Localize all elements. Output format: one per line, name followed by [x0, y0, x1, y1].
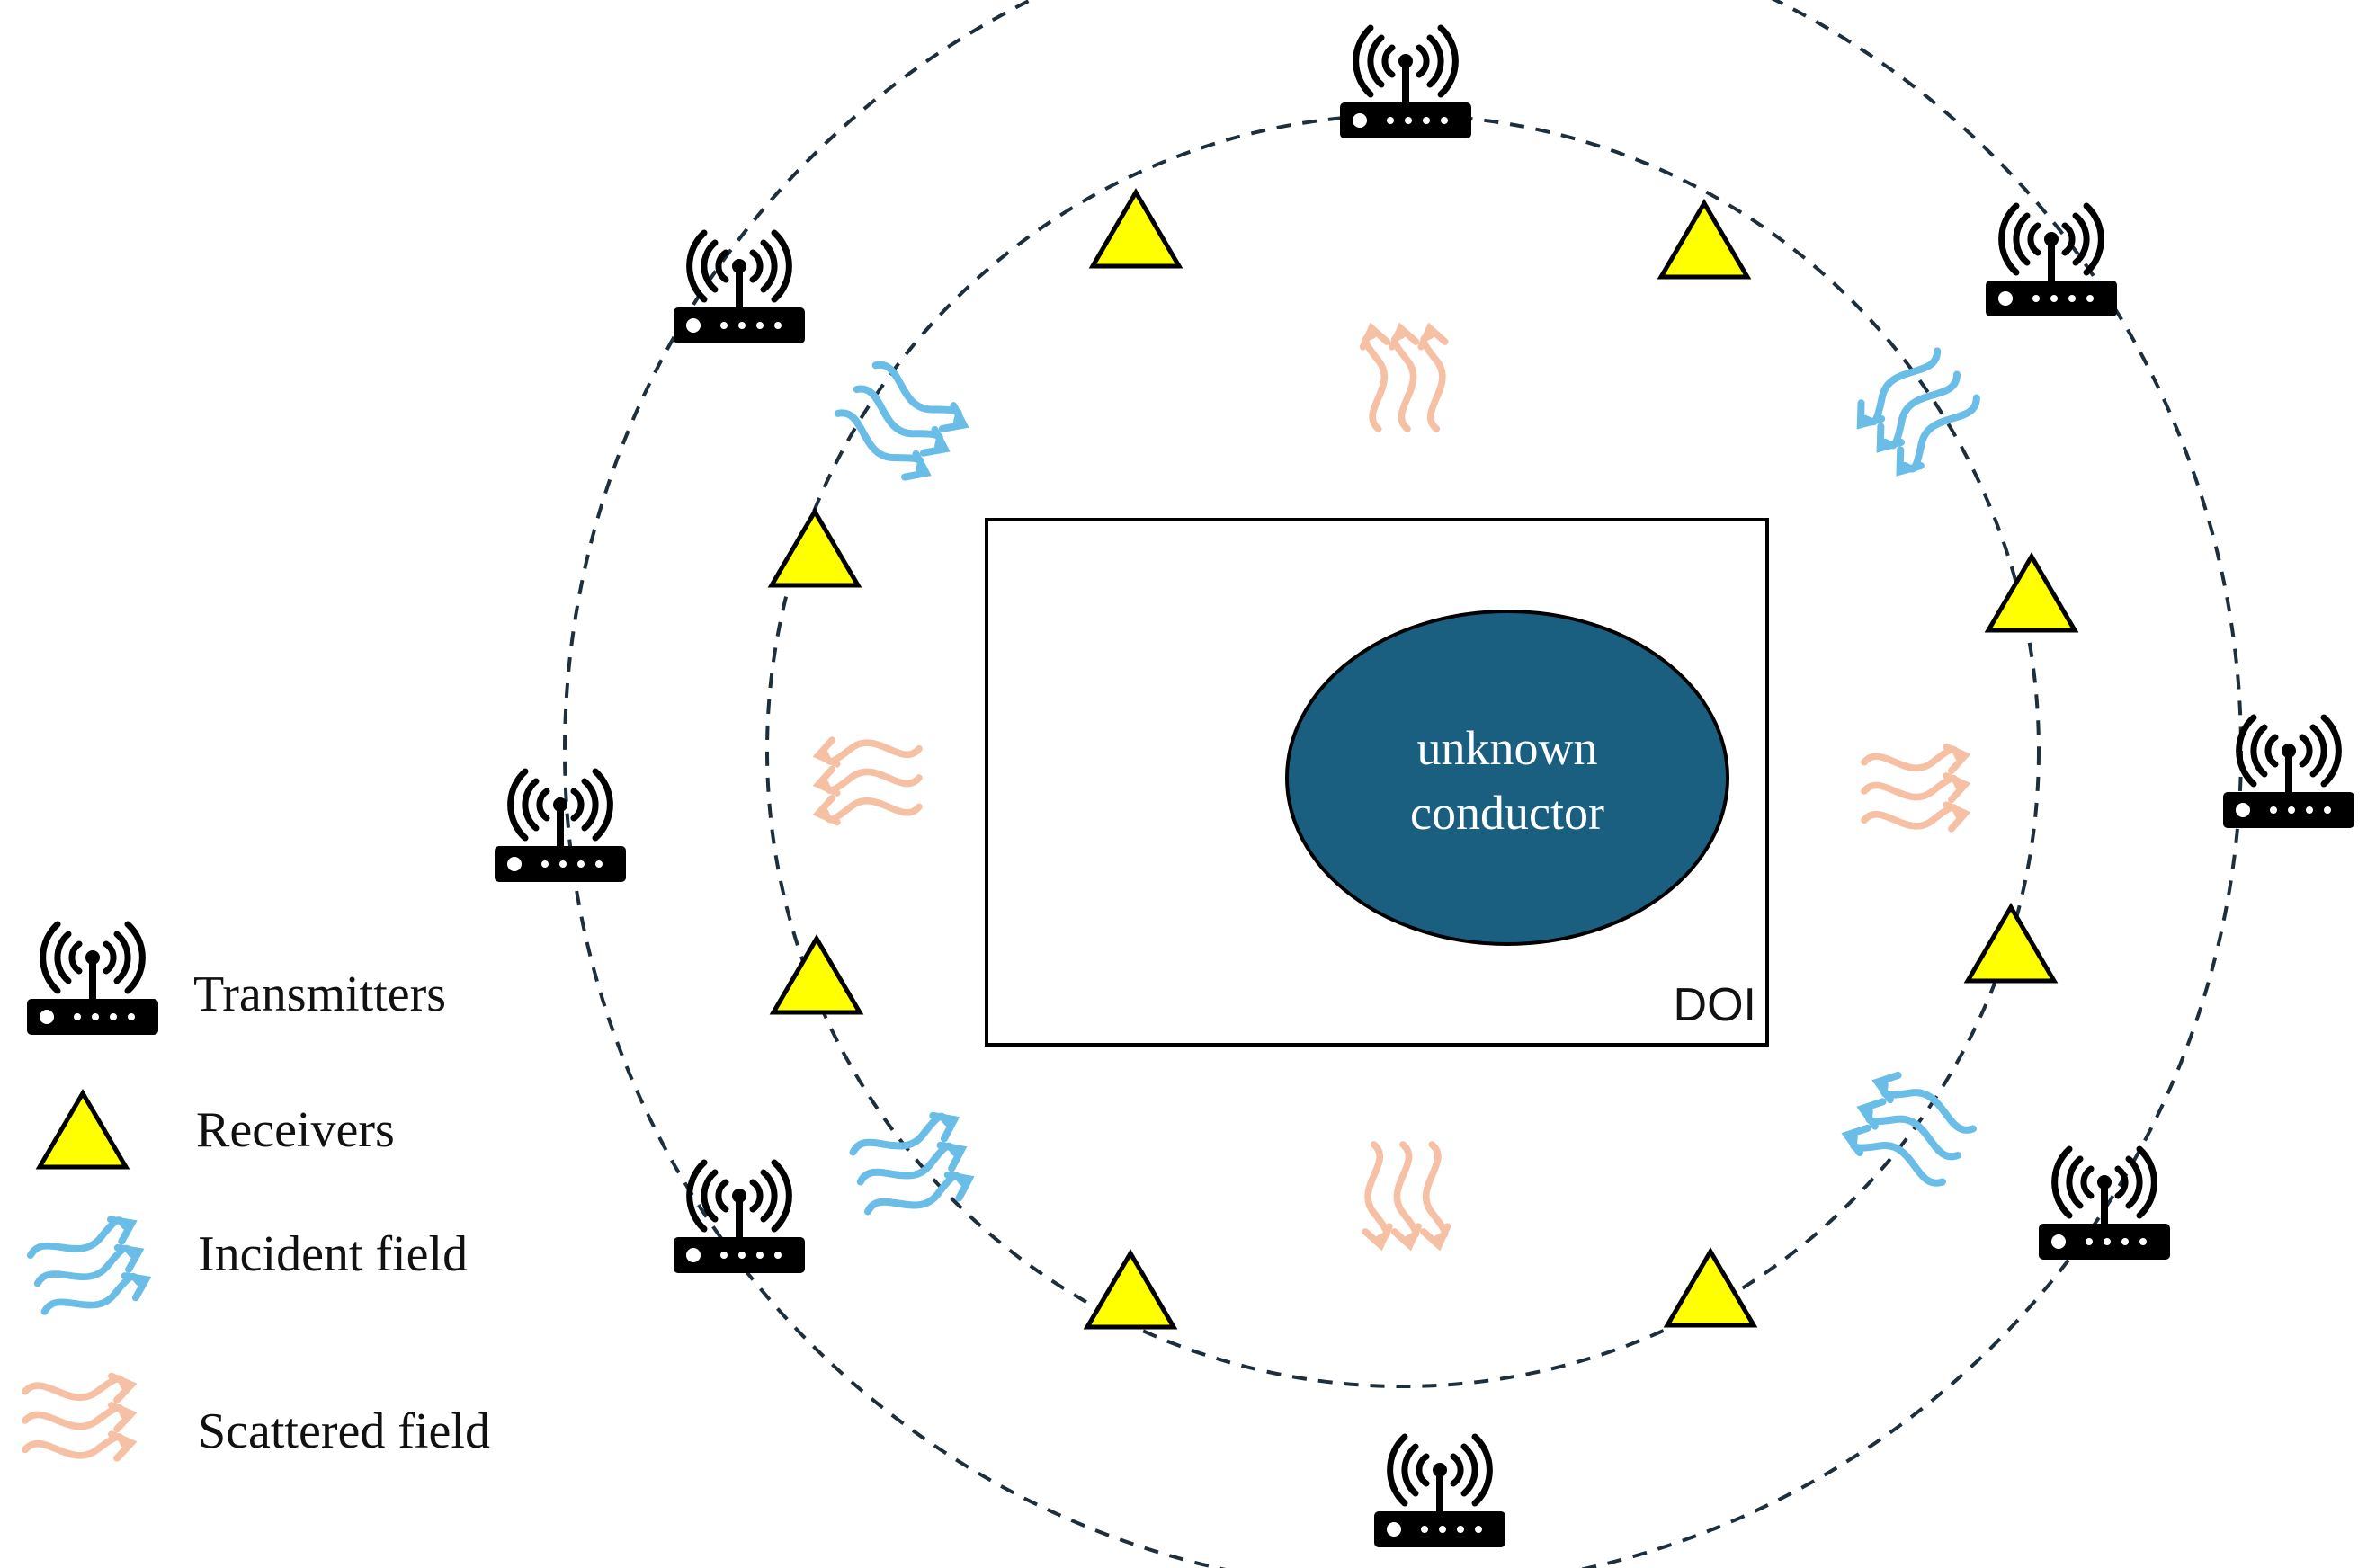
- receiver-icon: [772, 512, 858, 585]
- conductor-label-line1: unknown: [1417, 721, 1598, 775]
- legend-label-receivers: Receivers: [196, 1102, 395, 1158]
- receiver-icon: [773, 939, 860, 1012]
- wave-arrows-icon: [25, 1376, 131, 1458]
- transmitter-icon: [1986, 206, 2117, 316]
- incident-field-arrow-bottom-left: [849, 1111, 973, 1221]
- receiver-icon: [1661, 203, 1747, 277]
- transmitter-icon: [674, 233, 805, 343]
- scattered-field-arrow-bottom: [1365, 1145, 1447, 1245]
- transmitter-icon: [2039, 1149, 2170, 1260]
- legend-item-transmitters: Transmitters: [27, 924, 446, 1035]
- legend: Transmitters Receivers Incident field Sc…: [25, 924, 490, 1459]
- receiver-icon: [1988, 557, 2075, 630]
- unknown-conductor: [1285, 610, 1729, 946]
- transmitter-icon: [674, 1163, 805, 1273]
- legend-label-transmitters: Transmitters: [193, 967, 446, 1022]
- transmitter-icon: [2223, 717, 2354, 828]
- legend-item-receivers: Receivers: [40, 1093, 395, 1167]
- receiver-icon: [1087, 1253, 1174, 1327]
- receiver-icon: [1968, 907, 2054, 981]
- wave-arrows-icon: [27, 1215, 150, 1320]
- conductor-label-line2: conductor: [1410, 786, 1604, 840]
- scattered-field-arrow-right: [1864, 747, 1965, 829]
- receiver-icon: [1093, 192, 1179, 266]
- doi-label: DOI: [1674, 979, 1756, 1031]
- transmitter-icon: [495, 771, 626, 882]
- transmitter-icon: [1340, 28, 1471, 138]
- receiver-icon: [1667, 1252, 1754, 1325]
- incident-field-arrow-top-left: [833, 352, 969, 486]
- wireless-router-icon: [27, 924, 158, 1035]
- scattered-field-arrow-left: [818, 740, 919, 822]
- triangle-icon: [40, 1093, 126, 1167]
- legend-item-incident: Incident field: [27, 1215, 468, 1320]
- scattered-field-arrow-top: [1363, 328, 1445, 429]
- legend-label-scattered: Scattered field: [198, 1403, 490, 1459]
- receiver-circle: [765, 113, 2041, 1388]
- legend-item-scattered: Scattered field: [25, 1376, 490, 1459]
- incident-field-arrow-bottom-right: [1843, 1068, 1978, 1196]
- legend-label-incident: Incident field: [198, 1226, 468, 1282]
- transmitter-icon: [1374, 1437, 1505, 1547]
